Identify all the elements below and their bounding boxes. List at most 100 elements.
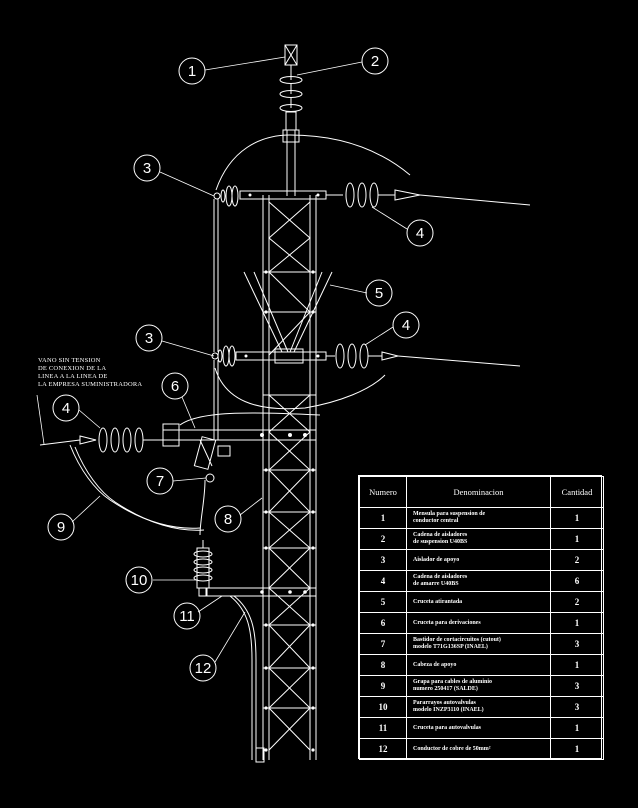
callout-3-lower: 3 <box>135 324 163 352</box>
callout-4-left-label: 4 <box>62 400 70 417</box>
span-note-line-1: VANO SIN TENSION <box>38 357 101 364</box>
legend-header-row: Numero Denominacion Cantidad <box>359 476 604 508</box>
legend-row-number: 6 <box>359 612 407 634</box>
callout-6: 6 <box>161 372 189 400</box>
leader-lines <box>36 56 408 663</box>
legend-row-denomination: Aislador de apoyo <box>406 549 551 571</box>
callout-4-upper: 4 <box>406 219 434 247</box>
callout-6-label: 6 <box>171 378 179 395</box>
legend-row-quantity: 6 <box>550 570 604 592</box>
callout-7-label: 7 <box>156 473 164 490</box>
legend-row-number: 11 <box>359 717 407 739</box>
callout-8-label: 8 <box>224 511 232 528</box>
callout-11: 11 <box>173 602 201 630</box>
bypass-conductors <box>179 134 411 440</box>
legend-header-denominacion: Denominacion <box>406 476 551 508</box>
arrester-crossarm <box>205 587 317 597</box>
callout-1: 1 <box>178 57 206 85</box>
legend-row-number: 7 <box>359 633 407 655</box>
post-insulator-lower <box>211 345 236 367</box>
callout-10-label: 10 <box>131 572 148 589</box>
lattice-tower <box>255 195 317 763</box>
legend-row-quantity: 3 <box>550 696 604 718</box>
legend-row-number: 3 <box>359 549 407 571</box>
legend-row-denomination: Cruceta atirantada <box>406 591 551 613</box>
callout-5-label: 5 <box>375 285 383 302</box>
drop-conductors <box>69 444 206 536</box>
callout-3-upper: 3 <box>133 154 161 182</box>
legend-row-denomination: Cabeza de apoyo <box>406 654 551 676</box>
legend-row-denomination: Grapa para cables de aluminio numero 250… <box>406 675 551 697</box>
legend-row-quantity: 1 <box>550 717 604 739</box>
legend-row-quantity: 2 <box>550 549 604 571</box>
copper-ground-conductor <box>229 595 257 760</box>
legend-row-number: 8 <box>359 654 407 676</box>
strain-insulator-lower-right <box>326 343 521 369</box>
upper-crossarm <box>239 190 327 200</box>
legend-header-numero: Numero <box>359 476 407 508</box>
post-insulator-upper <box>213 185 239 207</box>
legend-row-denomination: Conductor de cobre de 50mm² <box>406 738 551 760</box>
legend-row-quantity: 3 <box>550 633 604 655</box>
legend-row-denomination: Pararrayos autovalvulas modelo INZP3110 … <box>406 696 551 718</box>
suspension-insulator-string <box>279 44 303 196</box>
strain-insulator-left <box>39 427 163 453</box>
callout-7: 7 <box>146 467 174 495</box>
legend-row-denomination: Cruceta para derivaciones <box>406 612 551 634</box>
surge-arrester <box>193 540 213 597</box>
callout-11-label: 11 <box>179 608 195 625</box>
legend-row-quantity: 1 <box>550 612 604 634</box>
legend-row-quantity: 1 <box>550 738 604 760</box>
callout-3-upper-label: 3 <box>143 160 151 177</box>
legend-row-quantity: 1 <box>550 507 604 529</box>
callout-4-right: 4 <box>392 311 420 339</box>
span-note-line-3: LINEA A LA LINEA DE <box>38 373 108 380</box>
legend-row-quantity: 1 <box>550 528 604 550</box>
callout-4-left: 4 <box>52 394 80 422</box>
callout-9: 9 <box>47 513 75 541</box>
legend-row-denomination: Mensula para suspension de conductor cen… <box>406 507 551 529</box>
callout-2: 2 <box>361 47 389 75</box>
strain-insulator-upper-right <box>326 182 531 208</box>
span-note: VANO SIN TENSION DE CONEXION DE LA LINEA… <box>38 357 142 388</box>
legend-row-number: 4 <box>359 570 407 592</box>
span-note-line-2: DE CONEXION DE LA <box>38 365 106 372</box>
legend-row-denomination: Cadena de aisladores de amarre U40BS <box>406 570 551 592</box>
callout-10: 10 <box>125 566 153 594</box>
lower-crossarm <box>235 348 327 364</box>
callout-2-label: 2 <box>371 53 379 70</box>
callout-12-label: 12 <box>195 660 212 677</box>
legend-header-cantidad: Cantidad <box>550 476 604 508</box>
legend-row-number: 9 <box>359 675 407 697</box>
tie-brace <box>243 271 333 353</box>
legend-row-number: 2 <box>359 528 407 550</box>
legend-row-quantity: 1 <box>550 654 604 676</box>
callout-8: 8 <box>214 505 242 533</box>
legend-row-quantity: 3 <box>550 675 604 697</box>
derivation-crossarm <box>162 423 317 447</box>
cutout-fuse <box>193 436 231 483</box>
span-note-line-4: LA EMPRESA SUMINISTRADORA <box>38 381 142 388</box>
legend-row-number: 10 <box>359 696 407 718</box>
callout-1-label: 1 <box>188 63 196 80</box>
callout-3-lower-label: 3 <box>145 330 153 347</box>
callout-12: 12 <box>189 654 217 682</box>
legend-row-denomination: Bastidor de cortacircuitos (cutout) mode… <box>406 633 551 655</box>
legend-row-number: 1 <box>359 507 407 529</box>
legend-row-denomination: Cruceta para autovalvulas <box>406 717 551 739</box>
